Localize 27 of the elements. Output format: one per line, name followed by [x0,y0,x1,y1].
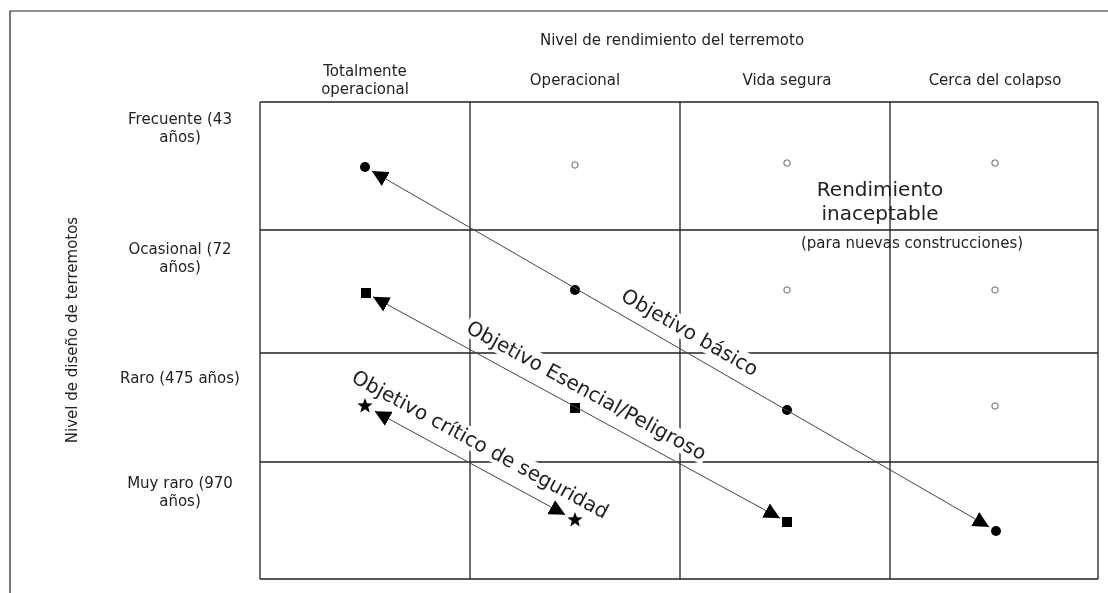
row-header: Raro (475 años) [120,369,240,387]
dot-marker [991,526,1001,536]
row-header: Muy raro (970 años) [126,474,234,510]
dot-marker [782,405,792,415]
open-circle-marker [571,161,579,169]
column-header: Cerca del colapso [927,71,1063,89]
column-header: Vida segura [741,71,833,89]
square-marker [782,517,792,527]
open-circle-marker [783,159,791,167]
open-circle-marker [991,402,999,410]
column-header: Operacional [528,71,622,89]
star-marker [357,398,373,414]
axis-title: Nivel de rendimiento del terremoto [538,31,806,49]
square-marker [570,403,580,413]
open-circle-marker [991,159,999,167]
dot-marker [360,162,370,172]
row-header: Frecuente (43 años) [127,110,233,146]
double-arrow [372,296,781,519]
row-header: Ocasional (72 años) [127,240,233,276]
dot-marker [570,285,580,295]
square-marker [361,288,371,298]
column-header: Totalmente operacional [320,62,410,98]
open-circle-marker [783,286,791,294]
double-arrow [371,170,990,528]
axis-title: Nivel de diseño de terremotos [63,216,82,444]
double-arrow [374,410,566,516]
open-circle-marker [991,286,999,294]
